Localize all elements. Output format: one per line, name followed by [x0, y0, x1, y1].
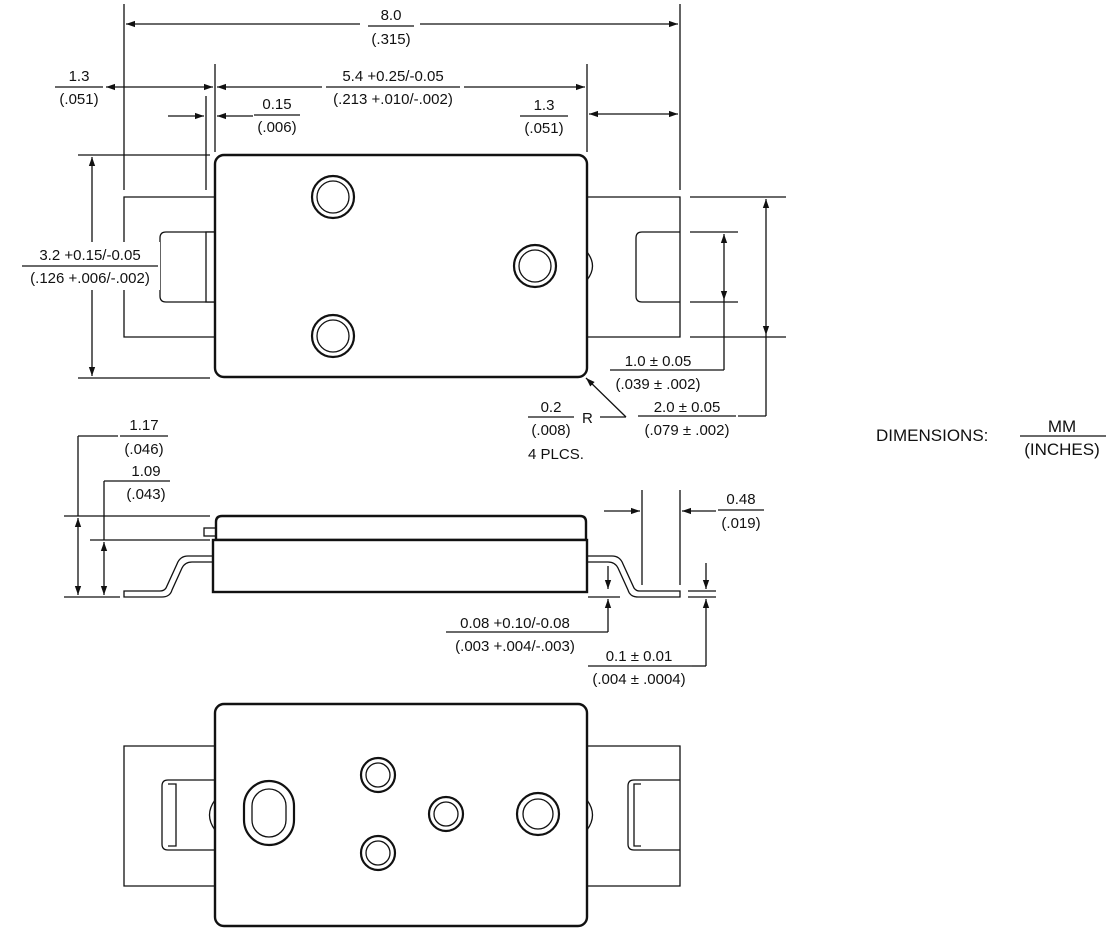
overall-width-in: (.315) [371, 31, 410, 48]
overall-height-in: (.046) [124, 441, 163, 458]
radius-note: 4 PLCS. [528, 446, 584, 463]
extension-lines-side [64, 490, 716, 598]
height-in: (.126 +.006/-.002) [30, 270, 150, 287]
bottom-right-bump [586, 799, 594, 831]
body-height-in: (.043) [126, 486, 165, 503]
height-mm: 3.2 +0.15/-0.05 [39, 247, 140, 264]
top-pin-circle [310, 313, 356, 359]
bottom-right-lead [587, 745, 681, 887]
bottom-left-bump [208, 799, 216, 831]
bottom-pin-circle [427, 795, 465, 833]
side-base [211, 538, 589, 594]
top-left-tab [205, 231, 216, 303]
standoff-in: (.003 +.004/-.003) [455, 638, 575, 655]
bottom-body [213, 702, 589, 928]
gap-mm: 0.15 [262, 96, 291, 113]
slot-width-mm: 1.0 ± 0.05 [625, 353, 692, 370]
side-right-lead [587, 555, 681, 598]
thickness-mm: 0.1 ± 0.01 [606, 648, 673, 665]
radius-suffix: R [582, 410, 593, 427]
side-left-lead [123, 555, 215, 598]
radius-leader-arrow [585, 377, 627, 418]
left-lead-in: (.051) [59, 91, 98, 108]
pad-width-mm: 2.0 ± 0.05 [654, 399, 721, 416]
bottom-right-slot-inner [633, 783, 641, 847]
top-view [123, 153, 681, 379]
right-lead-in: (.051) [524, 120, 563, 137]
top-pin-circle [310, 174, 356, 220]
top-right-bump [586, 251, 594, 281]
bottom-pin-circle [515, 791, 561, 837]
overall-height-mm: 1.17 [129, 417, 158, 434]
bottom-pin-circle [359, 756, 397, 794]
overall-width-mm: 8.0 [381, 7, 402, 24]
top-pin-circle [512, 243, 558, 289]
pad-width-in: (.079 ± .002) [645, 422, 730, 439]
body-width-mm: 5.4 +0.25/-0.05 [342, 68, 443, 85]
legend-unit-inches: (INCHES) [1024, 440, 1100, 459]
bottom-pin-circle [359, 834, 397, 872]
bottom-left-lead [123, 745, 215, 887]
extension-lines-top [78, 4, 786, 379]
thickness-in: (.004 ± .0004) [592, 671, 685, 688]
right-lead-mm: 1.3 [534, 97, 555, 114]
top-body [213, 153, 589, 379]
label-bg [322, 64, 464, 108]
bottom-view [123, 702, 681, 928]
side-tab [203, 527, 217, 537]
legend-unit-mm: MM [1048, 417, 1076, 436]
legend-label: DIMENSIONS: [876, 426, 988, 445]
side-view [123, 514, 681, 598]
lead-length-mm: 0.48 [726, 491, 755, 508]
top-right-lead [587, 196, 681, 338]
slot-width-in: (.039 ± .002) [616, 376, 701, 393]
body-height-mm: 1.09 [131, 463, 160, 480]
label-bg [360, 8, 420, 48]
body-width-in: (.213 +.010/-.002) [333, 91, 453, 108]
radius-in: (.008) [531, 422, 570, 439]
gap-in: (.006) [257, 119, 296, 136]
bottom-oval-pad [242, 779, 296, 847]
bottom-left-slot-inner [168, 783, 177, 847]
standoff-mm: 0.08 +0.10/-0.08 [460, 615, 570, 632]
left-lead-mm: 1.3 [69, 68, 90, 85]
lead-length-in: (.019) [721, 515, 760, 532]
radius-mm: 0.2 [541, 399, 562, 416]
side-lid [214, 514, 588, 542]
